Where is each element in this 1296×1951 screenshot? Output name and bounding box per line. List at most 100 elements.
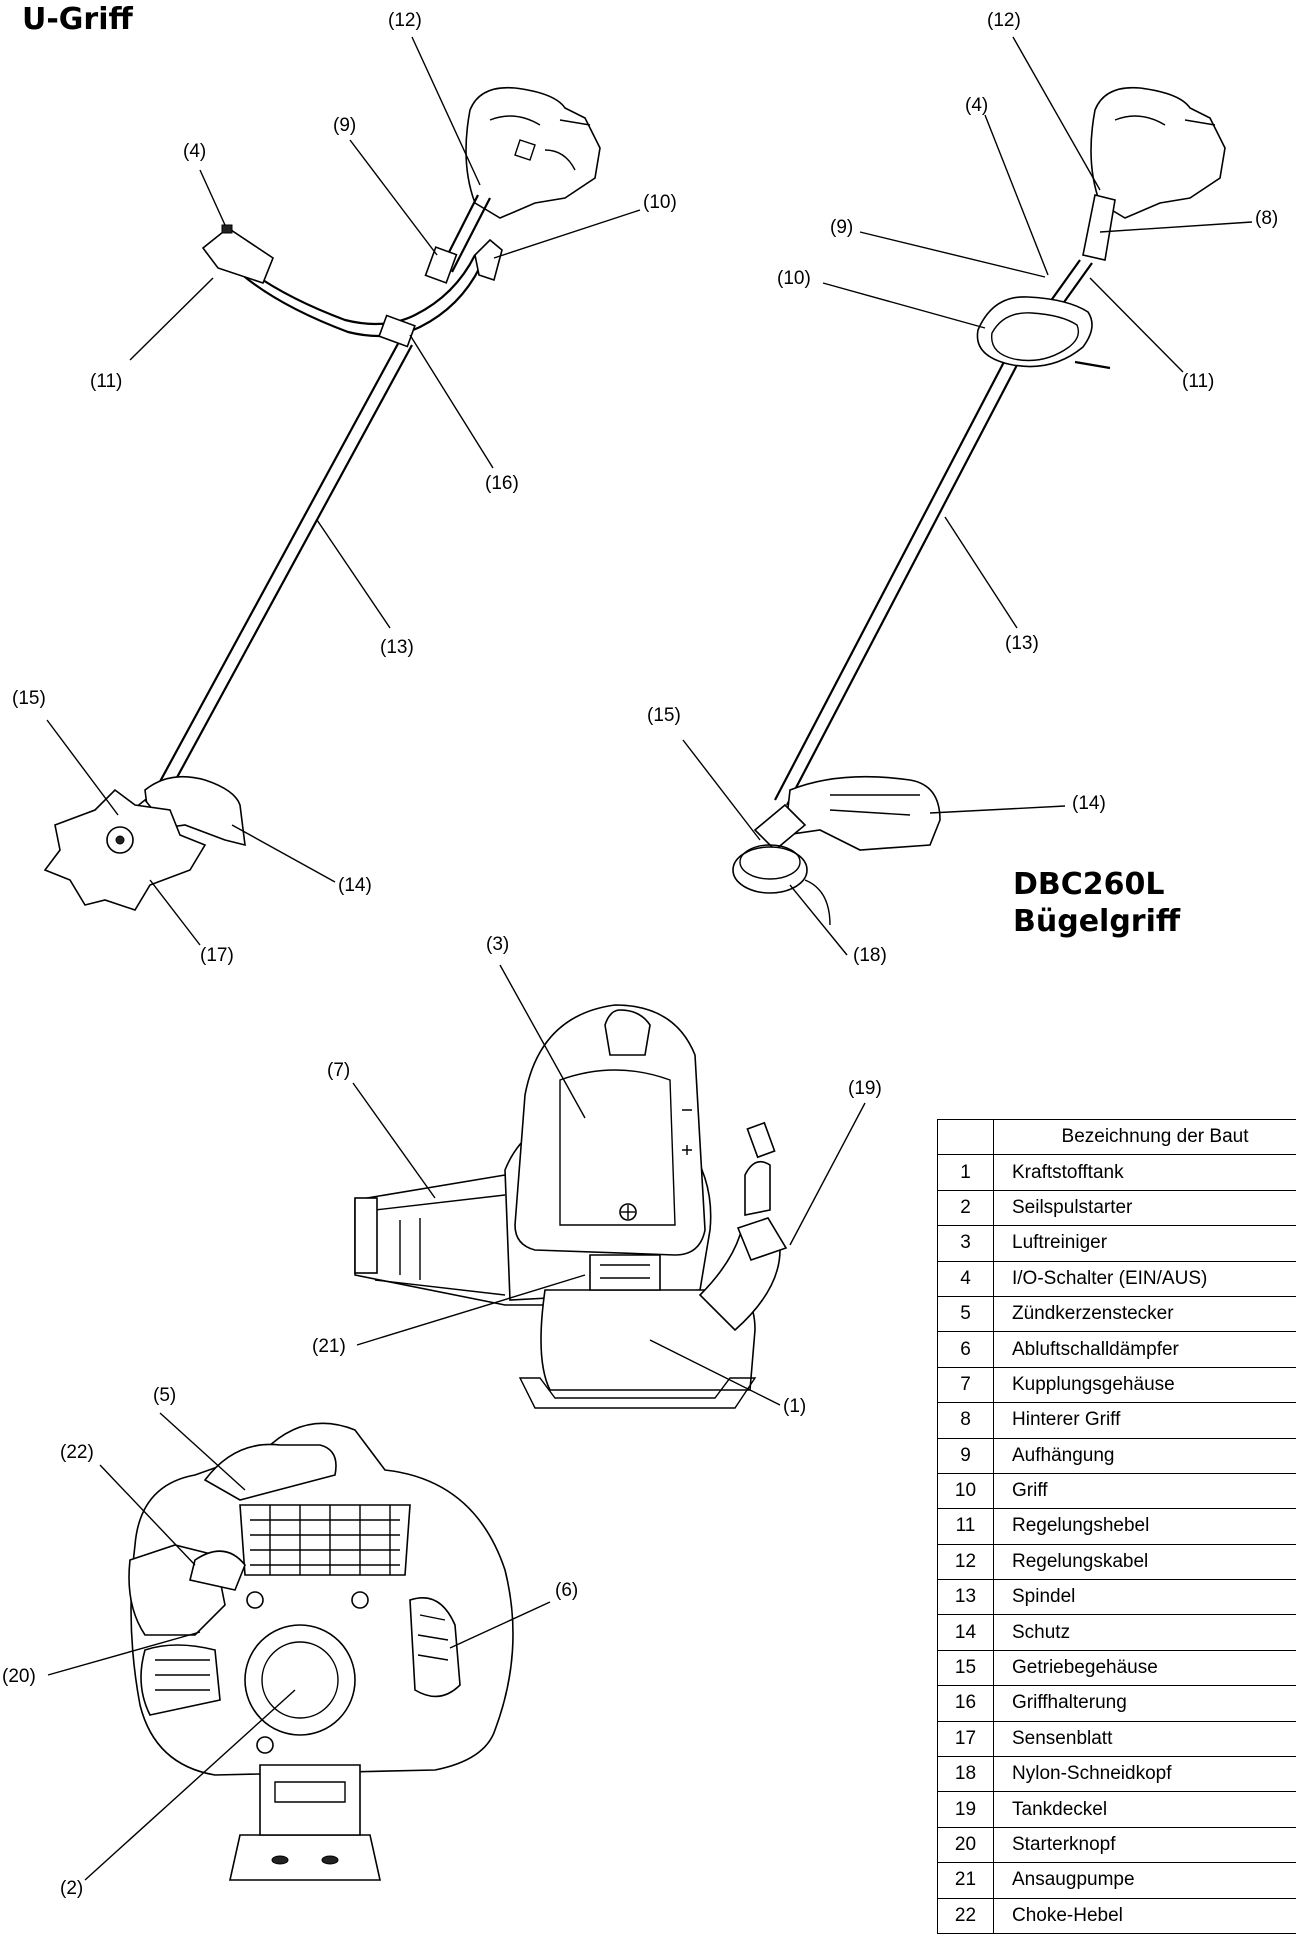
part-number: 20 bbox=[937, 1826, 994, 1864]
buegelgriff-leader-lines bbox=[682, 36, 1253, 956]
engine-front-view-drawing bbox=[128, 1422, 514, 1881]
part-number: 15 bbox=[937, 1649, 994, 1687]
callout-12-u: (12) bbox=[388, 10, 422, 31]
part-number: 19 bbox=[937, 1791, 994, 1828]
callout-11-b: (11) bbox=[1182, 371, 1215, 392]
callout-16-u: (16) bbox=[485, 473, 519, 494]
part-name: Griff bbox=[993, 1472, 1296, 1510]
part-name: Kraftstofftank bbox=[993, 1154, 1296, 1191]
part-name: Hinterer Griff bbox=[993, 1402, 1296, 1439]
callout-2: (2) bbox=[60, 1878, 84, 1899]
engine-side-leader-lines bbox=[352, 964, 866, 1406]
part-name: Aufhängung bbox=[993, 1437, 1296, 1474]
part-name: Sensenblatt bbox=[993, 1720, 1296, 1758]
part-name: I/O-Schalter (EIN/AUS) bbox=[993, 1260, 1296, 1297]
u-griff-leader-lines bbox=[46, 36, 641, 946]
callout-10-u: (10) bbox=[643, 192, 677, 213]
callout-18-b: (18) bbox=[853, 945, 887, 966]
part-number: 5 bbox=[937, 1295, 994, 1333]
u-griff-heading: U-Griff bbox=[22, 2, 133, 37]
parts-table-header-row: Bezeichnung der Baut bbox=[937, 1118, 1296, 1156]
part-number: 13 bbox=[937, 1579, 994, 1616]
callout-12-b: (12) bbox=[987, 10, 1021, 31]
part-number: 6 bbox=[937, 1331, 994, 1368]
callout-15-b: (15) bbox=[647, 705, 681, 726]
callout-6: (6) bbox=[555, 1580, 579, 1601]
part-name: Luftreiniger bbox=[993, 1225, 1296, 1262]
part-name: Spindel bbox=[993, 1579, 1296, 1616]
part-name: Regelungskabel bbox=[993, 1543, 1296, 1581]
callout-9-u: (9) bbox=[333, 115, 357, 136]
callout-14-u: (14) bbox=[338, 875, 372, 896]
parts-table-header-number bbox=[937, 1118, 994, 1156]
part-number: 7 bbox=[937, 1366, 994, 1404]
callout-19: (19) bbox=[848, 1078, 882, 1099]
callout-11-u: (11) bbox=[90, 371, 123, 392]
callout-20: (20) bbox=[2, 1666, 36, 1687]
callout-1: (1) bbox=[783, 1396, 807, 1417]
part-name: Kupplungsgehäuse bbox=[993, 1366, 1296, 1404]
part-number: 4 bbox=[937, 1260, 994, 1297]
part-name: Ansaugpumpe bbox=[993, 1862, 1296, 1899]
part-name: Regelungshebel bbox=[993, 1508, 1296, 1545]
part-number: 14 bbox=[937, 1614, 994, 1651]
buegelgriff-trimmer-drawing bbox=[732, 86, 1226, 926]
part-number: 22 bbox=[937, 1897, 994, 1934]
callout-13-b: (13) bbox=[1005, 633, 1039, 654]
part-number: 8 bbox=[937, 1402, 994, 1439]
callout-3: (3) bbox=[486, 934, 510, 955]
callout-7: (7) bbox=[327, 1060, 351, 1081]
part-number: 17 bbox=[937, 1720, 994, 1758]
part-number: 12 bbox=[937, 1543, 994, 1581]
callout-13-u: (13) bbox=[380, 637, 414, 658]
callout-22: (22) bbox=[60, 1442, 94, 1463]
part-name: Choke-Hebel bbox=[993, 1897, 1296, 1934]
part-number: 21 bbox=[937, 1862, 994, 1899]
part-name: Schutz bbox=[993, 1614, 1296, 1651]
callout-4-b: (4) bbox=[965, 95, 989, 116]
part-number: 18 bbox=[937, 1756, 994, 1793]
part-name: Zündkerzenstecker bbox=[993, 1295, 1296, 1333]
u-griff-trimmer-drawing bbox=[43, 86, 601, 911]
part-name: Tankdeckel bbox=[993, 1791, 1296, 1828]
part-name: Getriebegehäuse bbox=[993, 1649, 1296, 1687]
callout-14-b: (14) bbox=[1072, 793, 1106, 814]
parts-table-header-name: Bezeichnung der Baut bbox=[993, 1118, 1296, 1156]
part-name: Griffhalterung bbox=[993, 1685, 1296, 1722]
part-name: Nylon-Schneidkopf bbox=[993, 1756, 1296, 1793]
part-number: 2 bbox=[937, 1189, 994, 1227]
buegelgriff-heading: Bügelgriff bbox=[1013, 904, 1181, 939]
callout-17-u: (17) bbox=[200, 945, 234, 966]
part-number: 10 bbox=[937, 1472, 994, 1510]
callout-5: (5) bbox=[153, 1385, 177, 1406]
callout-10-b: (10) bbox=[777, 268, 811, 289]
part-name: Abluftschalldämpfer bbox=[993, 1331, 1296, 1368]
part-number: 3 bbox=[937, 1225, 994, 1262]
part-number: 11 bbox=[937, 1508, 994, 1545]
part-name: Starterknopf bbox=[993, 1826, 1296, 1864]
model-heading: DBC260L bbox=[1013, 867, 1165, 902]
part-name: Seilspulstarter bbox=[993, 1189, 1296, 1227]
engine-side-view-drawing bbox=[354, 1004, 788, 1409]
callout-9-b: (9) bbox=[830, 217, 854, 238]
part-number: 16 bbox=[937, 1685, 994, 1722]
